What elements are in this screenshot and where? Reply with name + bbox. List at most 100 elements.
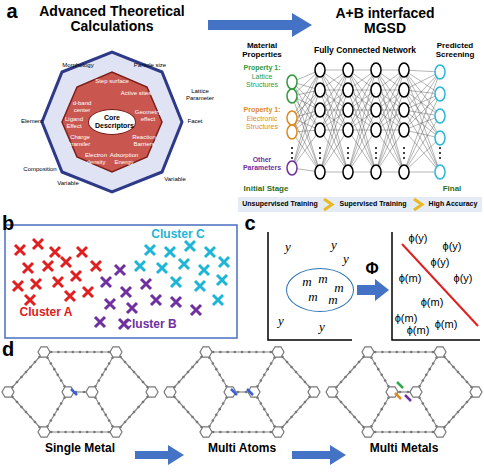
carbon-chain bbox=[44, 352, 68, 392]
carbon-atom bbox=[191, 416, 194, 419]
carbon-atom bbox=[299, 376, 302, 379]
neuron bbox=[343, 165, 353, 179]
carbon-atom bbox=[93, 351, 96, 354]
neuron bbox=[315, 63, 325, 77]
carbon-atom bbox=[457, 371, 460, 374]
carbon-atom bbox=[25, 411, 28, 414]
carbon-atom bbox=[290, 416, 293, 419]
carbon-chain bbox=[368, 351, 440, 352]
carbon-atom bbox=[248, 431, 251, 434]
data-point bbox=[127, 303, 137, 313]
ellipsis-dot bbox=[319, 157, 321, 159]
metal-atom bbox=[397, 382, 403, 388]
neuron bbox=[399, 63, 409, 77]
carbon-atom bbox=[381, 431, 384, 434]
label-text: Facet bbox=[187, 118, 202, 125]
carbon-chain bbox=[368, 431, 440, 432]
carbon-atom bbox=[79, 431, 82, 434]
carbon-atom bbox=[452, 366, 455, 369]
data-point bbox=[157, 263, 167, 273]
carbon-atom bbox=[396, 351, 399, 354]
carbon-ring bbox=[326, 387, 338, 397]
sample-oval: mmmmm bbox=[286, 268, 354, 312]
carbon-atom bbox=[417, 431, 420, 434]
data-point bbox=[185, 241, 195, 251]
label-text: Active sites bbox=[121, 90, 151, 97]
neuron bbox=[343, 123, 353, 137]
label-text: ϕ(y) bbox=[409, 232, 428, 244]
carbon-chain bbox=[440, 392, 476, 432]
carbon-atom bbox=[108, 419, 111, 422]
carbon-atom bbox=[344, 406, 347, 409]
data-point bbox=[95, 317, 105, 327]
neuron bbox=[287, 89, 297, 103]
carbon-atom bbox=[237, 391, 240, 394]
carbon-atom bbox=[93, 431, 96, 434]
weight-line bbox=[404, 94, 440, 172]
carbon-atom bbox=[104, 368, 107, 371]
carbon-atom bbox=[60, 379, 63, 382]
carbon-atom bbox=[270, 419, 273, 422]
carbon-atom bbox=[286, 421, 289, 424]
label-text: Single Metal bbox=[45, 442, 115, 455]
carbon-ring bbox=[470, 387, 482, 397]
axes bbox=[392, 232, 480, 340]
carbon-ring bbox=[110, 347, 122, 357]
label-text: ϕ(y) bbox=[431, 256, 450, 268]
data-point bbox=[91, 261, 101, 271]
training-band bbox=[238, 197, 482, 212]
data-point bbox=[165, 247, 175, 257]
carbon-atom bbox=[377, 414, 380, 417]
label-text: Variable bbox=[164, 176, 186, 183]
weight-line bbox=[348, 130, 376, 172]
carbon-ring bbox=[2, 387, 14, 397]
carbon-atom bbox=[380, 408, 383, 411]
carbon-chain bbox=[92, 392, 116, 432]
neuron bbox=[343, 83, 353, 97]
label-text: d-band center bbox=[69, 100, 95, 113]
carbon-chain bbox=[206, 431, 278, 432]
carbon-atom bbox=[178, 381, 181, 384]
carbon-atom bbox=[349, 411, 352, 414]
data-point bbox=[135, 261, 145, 271]
neuron bbox=[435, 131, 445, 145]
cluster-frame bbox=[5, 225, 237, 338]
neuron bbox=[287, 125, 297, 139]
carbon-atom bbox=[226, 351, 229, 354]
carbon-atom bbox=[128, 366, 131, 369]
block-arrow bbox=[208, 13, 312, 37]
carbon-ring bbox=[38, 427, 50, 437]
ellipsis-dot bbox=[347, 157, 349, 159]
carbon-atom bbox=[295, 411, 298, 414]
label-text: ϕ(y) bbox=[454, 272, 473, 284]
carbon-atom bbox=[304, 401, 307, 404]
neuron bbox=[343, 63, 353, 77]
carbon-atom bbox=[424, 431, 427, 434]
metal-atom bbox=[405, 395, 411, 401]
carbon-atom bbox=[260, 402, 263, 405]
carbon-chain bbox=[116, 392, 152, 432]
carbon-atom bbox=[349, 371, 352, 374]
neuron bbox=[315, 83, 325, 97]
neuron bbox=[399, 123, 409, 137]
label-text: y bbox=[343, 252, 349, 266]
carbon-ring bbox=[224, 387, 236, 397]
carbon-atom bbox=[255, 431, 258, 434]
carbon-atom bbox=[142, 401, 145, 404]
neuron bbox=[371, 165, 381, 179]
carbon-ring bbox=[200, 427, 212, 437]
neuron bbox=[287, 111, 297, 125]
label-text: Variable bbox=[57, 180, 79, 187]
data-point bbox=[219, 257, 229, 267]
carbon-atom bbox=[215, 368, 218, 371]
carbon-atom bbox=[218, 374, 221, 377]
data-point bbox=[213, 295, 223, 305]
carbon-atom bbox=[353, 366, 356, 369]
carbon-atom bbox=[20, 376, 23, 379]
node-text: Core Descriptors bbox=[95, 114, 129, 129]
carbon-atom bbox=[50, 419, 53, 422]
carbon-chain bbox=[440, 352, 476, 392]
carbon-atom bbox=[218, 408, 221, 411]
carbon-atom bbox=[187, 371, 190, 374]
carbon-atom bbox=[344, 376, 347, 379]
